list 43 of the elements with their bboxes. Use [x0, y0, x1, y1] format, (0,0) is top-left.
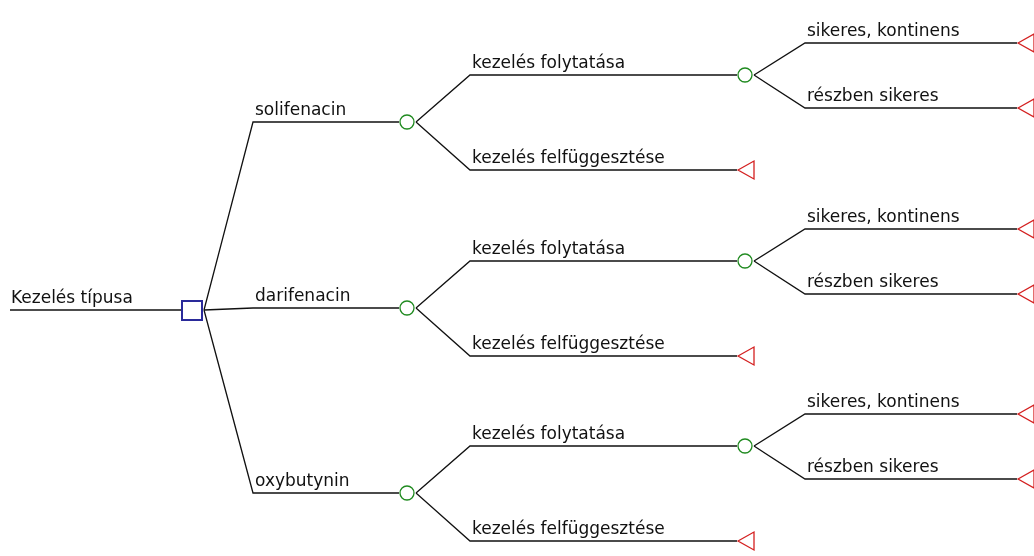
branch-line — [753, 42, 1018, 76]
chance-circle — [399, 114, 415, 130]
branch-line — [203, 309, 400, 494]
branch-line — [9, 309, 182, 311]
terminal-triangle — [1017, 33, 1034, 53]
terminal-triangle — [737, 531, 755, 551]
branch-line — [415, 260, 738, 309]
chance-circle — [737, 67, 753, 83]
terminal-triangle — [737, 346, 755, 366]
branch-label: kezelés folytatása — [471, 52, 627, 72]
branch-line — [415, 492, 738, 542]
branch-line — [415, 74, 738, 123]
chance-circle — [737, 438, 753, 454]
branch-label: sikeres, kontinens — [806, 20, 961, 40]
branch-label: kezelés felfüggesztése — [471, 518, 666, 538]
chance-circle — [737, 253, 753, 269]
terminal-triangle — [1017, 284, 1034, 304]
decision-square — [181, 299, 203, 321]
branch-label: kezelés folytatása — [471, 423, 627, 443]
chance-circle — [399, 485, 415, 501]
branch-label: kezelés felfüggesztése — [471, 147, 666, 167]
branch-line — [753, 228, 1018, 262]
terminal-triangle — [1017, 469, 1034, 489]
branch-label: oxybutynin — [254, 470, 351, 490]
branch-label: kezelés folytatása — [471, 238, 627, 258]
terminal-triangle — [737, 160, 755, 180]
branch-label: kezelés felfüggesztése — [471, 333, 666, 353]
branch-line — [753, 413, 1018, 447]
branch-line — [203, 121, 400, 311]
branch-line — [753, 445, 1018, 480]
terminal-triangle — [1017, 404, 1034, 424]
chance-circle — [399, 300, 415, 316]
branch-line — [753, 260, 1018, 295]
branch-line — [415, 307, 738, 357]
branch-label: Kezelés típusa — [10, 287, 134, 307]
branch-label: sikeres, kontinens — [806, 206, 961, 226]
branch-line — [203, 307, 400, 311]
branch-line — [415, 121, 738, 171]
branch-line — [753, 74, 1018, 109]
terminal-triangle — [1017, 219, 1034, 239]
branch-label: sikeres, kontinens — [806, 391, 961, 411]
branch-line — [415, 445, 738, 494]
terminal-triangle — [1017, 98, 1034, 118]
